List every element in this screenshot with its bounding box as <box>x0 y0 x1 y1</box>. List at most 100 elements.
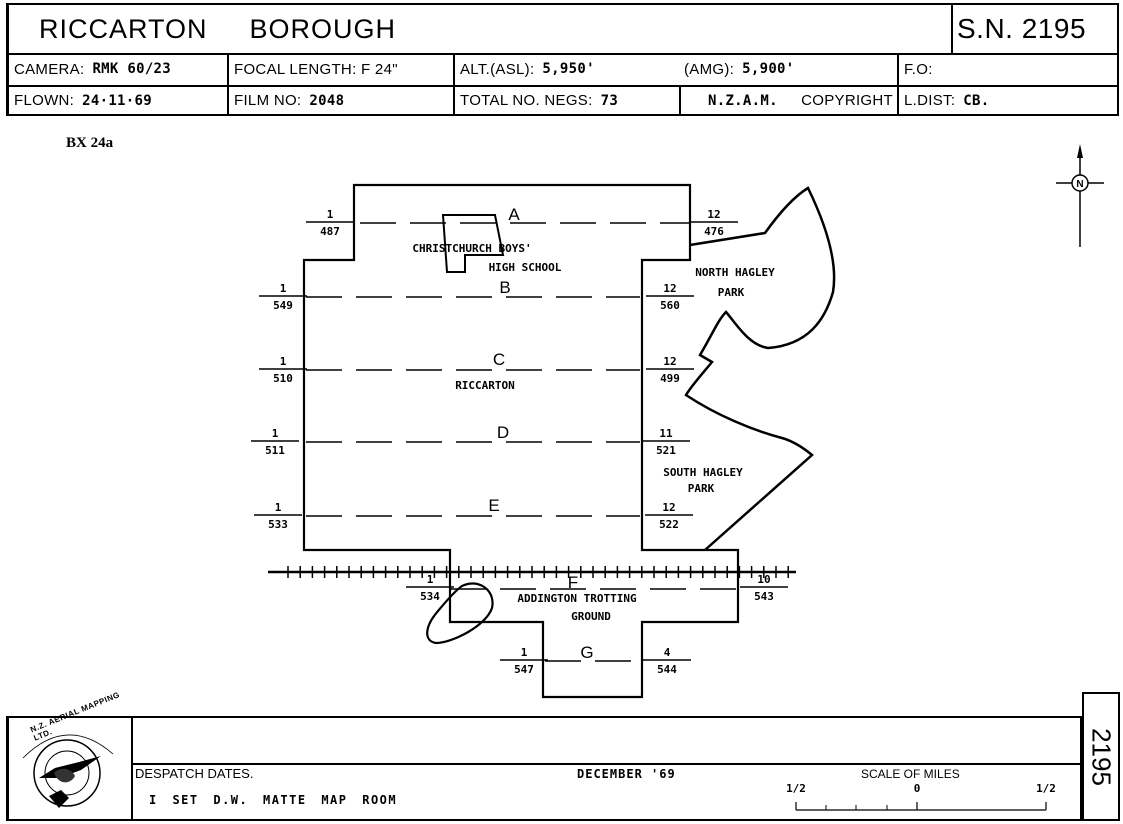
focal-length: FOCAL LENGTH: F 24" <box>227 53 453 85</box>
railway-line <box>268 566 796 578</box>
scale-zero-label: 0 <box>914 782 921 795</box>
despatch-date: DECEMBER '69 <box>577 767 676 781</box>
run-f-end-frame: 10 <box>757 573 770 586</box>
header-table: RICCARTON BOROUGH S.N. 2195 CAMERA: RMK … <box>6 3 1119 116</box>
run-b-end-frame: 12 <box>663 282 676 295</box>
north-arrow-icon: N <box>1056 144 1104 247</box>
ldist-value: CB. <box>963 92 990 109</box>
run-e-start-photo-number: 533 <box>268 518 288 531</box>
addington-track-outline <box>426 582 494 645</box>
run-d-start-frame: 1 <box>272 427 279 440</box>
run-a-end-photo-number: 476 <box>704 225 724 238</box>
run-g-start-frame: 1 <box>521 646 528 659</box>
place-north-hagley-line2: PARK <box>718 286 745 299</box>
sheet-number: S.N. 2195 <box>951 5 1117 53</box>
scale-right-label: 1/2 <box>1036 782 1056 795</box>
run-c-end-frame: 12 <box>663 355 676 368</box>
place-addington-line2: GROUND <box>571 610 611 623</box>
run-g-end-photo-number: 544 <box>657 663 677 676</box>
flown-label: FLOWN: <box>14 92 75 109</box>
header-row-3: FLOWN: 24·11·69 FILM NO: 2048 TOTAL NO. … <box>9 85 1117 116</box>
run-a-start-photo-number: 487 <box>320 225 340 238</box>
run-letter-g: G <box>580 643 593 662</box>
run-b-end-photo-number: 560 <box>660 299 680 312</box>
run-b-start-photo-number: 549 <box>273 299 293 312</box>
hagley-park-boundary <box>684 186 836 551</box>
run-c-start-frame: 1 <box>280 355 287 368</box>
company-logo: N.Z. AERIAL MAPPING LTD. <box>9 690 133 819</box>
copyright-label: COPYRIGHT <box>801 92 893 109</box>
run-d-start-photo-number: 511 <box>265 444 285 457</box>
footer-divider <box>131 763 1080 765</box>
place-south-hagley-line1: SOUTH HAGLEY <box>663 466 743 479</box>
scale-label: SCALE OF MILES <box>861 767 960 781</box>
film-value: 2048 <box>309 92 345 109</box>
nz-aerial-mapping-logo-icon <box>22 734 114 808</box>
alt-asl-cell: ALT.(ASL): 5,950' <box>453 53 679 85</box>
run-letter-e: E <box>488 496 499 515</box>
run-e-start-frame: 1 <box>275 501 282 514</box>
place-school-line2: HIGH SCHOOL <box>489 261 562 274</box>
sheet-code: BX 24a <box>66 135 114 151</box>
run-f-end-photo-number: 543 <box>754 590 774 603</box>
alt-asl-label: ALT.(ASL): <box>460 60 535 78</box>
film-label: FILM NO: <box>234 92 302 109</box>
map-title: RICCARTON BOROUGH <box>9 5 951 53</box>
run-f-start-frame: 1 <box>427 573 434 586</box>
run-c-end-photo-number: 499 <box>660 372 680 385</box>
run-c-start-photo-number: 510 <box>273 372 293 385</box>
place-addington-line1: ADDINGTON TROTTING <box>517 592 637 605</box>
flown-value: 24·11·69 <box>82 92 152 109</box>
title-part2: BOROUGH <box>249 13 397 44</box>
run-d-end-frame: 11 <box>659 427 673 440</box>
alt-amg-cell: (AMG): 5,900' <box>679 53 897 85</box>
camera-value: RMK 60/23 <box>92 61 172 77</box>
school-outline <box>441 214 505 273</box>
despatch-label: DESPATCH DATES. <box>135 766 254 781</box>
ldist-label: L.DIST: <box>904 92 956 109</box>
run-f-start-photo-number: 534 <box>420 590 440 603</box>
run-a-end-frame: 12 <box>707 208 720 221</box>
place-south-hagley-line2: PARK <box>688 482 715 495</box>
title-part1: RICCARTON <box>39 13 208 44</box>
run-g-start-photo-number: 547 <box>514 663 534 676</box>
ldist-cell: L.DIST: CB. <box>897 85 1117 116</box>
side-sheet-number-box: 2195 <box>1082 692 1120 821</box>
camera-label: CAMERA: <box>14 60 85 78</box>
run-b-start-frame: 1 <box>280 282 287 295</box>
film-cell: FILM NO: 2048 <box>227 85 453 116</box>
alt-amg-value: 5,900' <box>742 61 795 77</box>
negs-label: TOTAL NO. NEGS: <box>460 92 593 109</box>
camera-cell: CAMERA: RMK 60/23 <box>9 53 227 85</box>
north-label: N <box>1076 179 1083 190</box>
scale-left-label: 1/2 <box>786 782 806 795</box>
place-riccarton: RICCARTON <box>455 379 515 392</box>
run-g-end-frame: 4 <box>664 646 671 659</box>
set-note: I SET D.W. MATTE MAP ROOM <box>149 793 398 807</box>
alt-asl-value: 5,950' <box>542 61 595 77</box>
run-letter-c: C <box>493 350 505 369</box>
footer-table: N.Z. AERIAL MAPPING LTD. DESPATCH DATES.… <box>6 690 1082 821</box>
copyright-cell: N.Z.A.M. COPYRIGHT <box>679 85 897 116</box>
run-e-end-frame: 12 <box>662 501 675 514</box>
flown-cell: FLOWN: 24·11·69 <box>9 85 227 116</box>
header-title-row: RICCARTON BOROUGH S.N. 2195 <box>9 5 1117 55</box>
coverage-boundary <box>302 183 740 699</box>
run-e-end-photo-number: 522 <box>659 518 679 531</box>
run-letter-d: D <box>497 423 509 442</box>
run-a-start-frame: 1 <box>327 208 334 221</box>
place-north-hagley-line1: NORTH HAGLEY <box>695 266 775 279</box>
nzam-label: N.Z.A.M. <box>708 92 778 109</box>
run-letter-b: B <box>499 278 510 297</box>
scale-bar: 1/2 0 1/2 <box>786 782 1056 811</box>
run-letter-f: F <box>568 573 578 592</box>
side-sheet-number: 2195 <box>1086 727 1117 786</box>
negs-value: 73 <box>600 92 619 109</box>
fo-cell: F.O: <box>897 53 1117 85</box>
alt-amg-label: (AMG): <box>684 60 735 78</box>
header-row-2: CAMERA: RMK 60/23 FOCAL LENGTH: F 24" AL… <box>9 53 1117 87</box>
run-d-end-photo-number: 521 <box>656 444 676 457</box>
run-letter-a: A <box>508 205 520 224</box>
negs-cell: TOTAL NO. NEGS: 73 <box>453 85 679 116</box>
